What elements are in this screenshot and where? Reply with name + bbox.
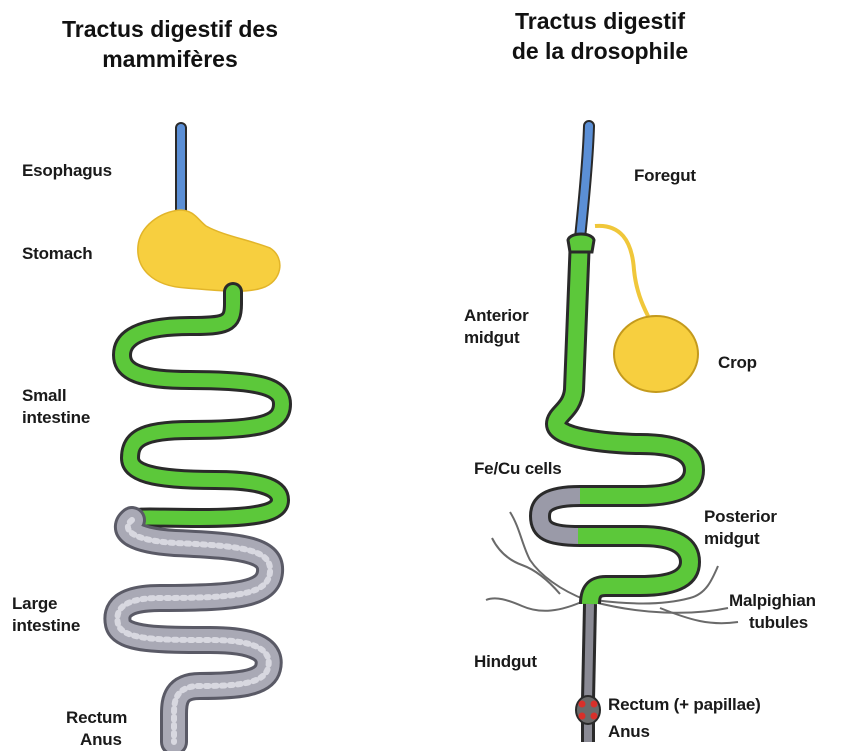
label-posterior-midgut-line2: midgut bbox=[704, 528, 777, 550]
label-stomach: Stomach bbox=[22, 243, 92, 265]
label-small-intestine-line1: Small bbox=[22, 385, 90, 407]
label-rectum-mammal: Rectum bbox=[66, 707, 127, 729]
mammal-large-intestine bbox=[117, 520, 270, 742]
label-anus-mammal: Anus bbox=[80, 729, 122, 751]
label-rectum-fly: Rectum (+ papillae) bbox=[608, 694, 761, 716]
fly-crop bbox=[614, 316, 698, 392]
label-posterior-midgut: Posterior midgut bbox=[704, 506, 777, 550]
label-large-intestine: Large intestine bbox=[12, 593, 80, 637]
label-malpighian-tubules-line1: Malpighian bbox=[729, 590, 816, 612]
label-anus-fly: Anus bbox=[608, 721, 650, 743]
fly-crop-duct bbox=[595, 226, 648, 316]
label-small-intestine: Small intestine bbox=[22, 385, 90, 429]
mammal-small-intestine bbox=[122, 292, 282, 520]
label-hindgut: Hindgut bbox=[474, 651, 537, 673]
label-anterior-midgut: Anterior midgut bbox=[464, 305, 529, 349]
label-anterior-midgut-line2: midgut bbox=[464, 327, 529, 349]
fly-rectum-papillae bbox=[576, 696, 600, 724]
label-foregut: Foregut bbox=[634, 165, 696, 187]
fly-midgut bbox=[540, 234, 694, 604]
label-large-intestine-line2: intestine bbox=[12, 615, 80, 637]
label-anterior-midgut-line1: Anterior bbox=[464, 305, 529, 327]
mammal-tract bbox=[117, 128, 282, 742]
label-malpighian-tubules-line2: tubules bbox=[729, 612, 816, 634]
label-esophagus: Esophagus bbox=[22, 160, 112, 182]
label-posterior-midgut-line1: Posterior bbox=[704, 506, 777, 528]
label-small-intestine-line2: intestine bbox=[22, 407, 90, 429]
mammal-stomach bbox=[138, 210, 280, 291]
label-crop: Crop bbox=[718, 352, 757, 374]
fly-tract bbox=[486, 126, 738, 742]
label-fecu-cells: Fe/Cu cells bbox=[474, 458, 562, 480]
label-malpighian-tubules: Malpighian tubules bbox=[729, 590, 816, 634]
label-large-intestine-line1: Large bbox=[12, 593, 80, 615]
fly-foregut bbox=[580, 126, 589, 238]
